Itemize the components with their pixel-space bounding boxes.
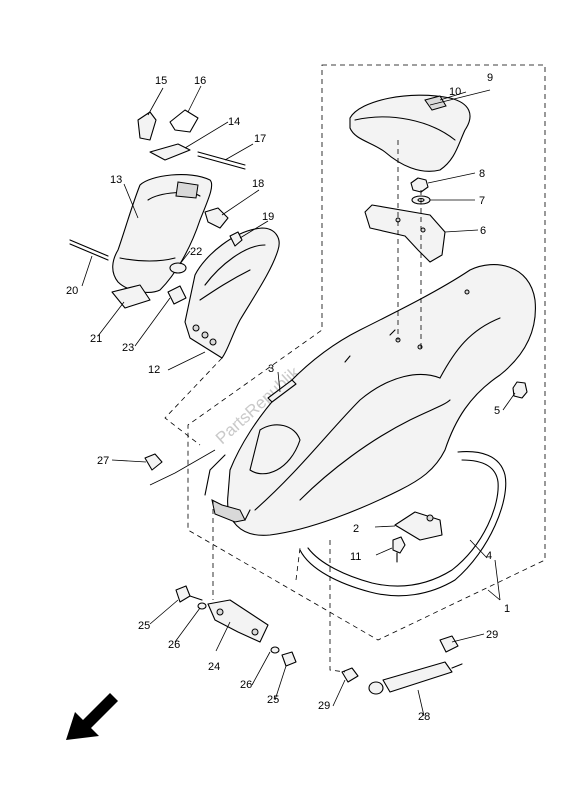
gas-spring[interactable] bbox=[368, 661, 463, 695]
lock-18[interactable] bbox=[204, 207, 229, 229]
callout-8: 8 bbox=[479, 168, 485, 180]
hinge-pin[interactable] bbox=[267, 379, 297, 403]
rod-17[interactable] bbox=[197, 151, 246, 170]
callout-28: 28 bbox=[418, 711, 430, 723]
assembly-boundary bbox=[187, 64, 546, 641]
damper[interactable] bbox=[512, 381, 528, 399]
callout-29a: 29 bbox=[318, 700, 330, 712]
callout-11: 11 bbox=[350, 551, 361, 563]
seat-lock-plate[interactable] bbox=[394, 511, 443, 541]
rod-20[interactable] bbox=[69, 239, 109, 261]
cover-13[interactable] bbox=[112, 174, 213, 293]
backrest-bracket[interactable] bbox=[364, 204, 446, 263]
clip-21[interactable] bbox=[111, 284, 151, 309]
callout-1: 1 bbox=[504, 603, 510, 615]
callout-25b: 25 bbox=[267, 694, 279, 706]
callout-13: 13 bbox=[110, 174, 122, 186]
clip-27[interactable] bbox=[144, 453, 163, 471]
callout-3: 3 bbox=[268, 363, 274, 375]
guide-frame bbox=[164, 357, 223, 446]
latch-14[interactable] bbox=[149, 143, 191, 161]
callouts: 1 2 3 4 5 6 7 8 9 10 11 12 13 14 15 16 1… bbox=[66, 72, 510, 723]
clip-23[interactable] bbox=[167, 285, 187, 305]
callout-26b: 26 bbox=[240, 679, 252, 691]
spring-16[interactable] bbox=[169, 109, 199, 133]
collar-26a[interactable] bbox=[197, 602, 207, 610]
ball-joint-29a[interactable] bbox=[341, 667, 359, 683]
screw-19[interactable] bbox=[229, 231, 243, 247]
callout-10: 10 bbox=[449, 86, 461, 98]
callout-6: 6 bbox=[480, 225, 486, 237]
leader-lines bbox=[81, 85, 516, 717]
callout-16: 16 bbox=[194, 75, 206, 87]
callout-20: 20 bbox=[66, 285, 78, 297]
callout-26a: 26 bbox=[168, 639, 180, 651]
bolt-25b[interactable] bbox=[281, 651, 297, 667]
cap-22[interactable] bbox=[169, 262, 187, 274]
callout-4: 4 bbox=[486, 550, 492, 562]
bracket-24[interactable] bbox=[207, 599, 269, 643]
callout-17: 17 bbox=[254, 133, 266, 145]
seat-gasket[interactable] bbox=[299, 451, 507, 597]
callout-19: 19 bbox=[262, 211, 274, 223]
guide-lock bbox=[295, 547, 301, 581]
callout-7: 7 bbox=[479, 195, 485, 207]
bolt-25a[interactable] bbox=[175, 585, 203, 603]
callout-15: 15 bbox=[155, 75, 167, 87]
seat-trunk bbox=[204, 454, 251, 523]
direction-arrow-icon bbox=[66, 693, 118, 740]
seat-main[interactable] bbox=[227, 264, 536, 536]
bolt-11[interactable] bbox=[392, 536, 406, 563]
callout-24: 24 bbox=[208, 661, 220, 673]
callout-23: 23 bbox=[122, 342, 134, 354]
guide-damper bbox=[329, 540, 346, 673]
callout-25a: 25 bbox=[138, 620, 150, 632]
callout-9: 9 bbox=[487, 72, 493, 84]
backrest[interactable] bbox=[349, 94, 471, 172]
collar-26b[interactable] bbox=[270, 646, 280, 654]
callout-27: 27 bbox=[97, 455, 109, 467]
nut[interactable] bbox=[410, 177, 429, 193]
callout-2: 2 bbox=[353, 523, 359, 535]
callout-5: 5 bbox=[494, 405, 500, 417]
callout-29b: 29 bbox=[486, 629, 498, 641]
latch-15[interactable] bbox=[137, 111, 157, 141]
callout-22: 22 bbox=[190, 246, 202, 258]
callout-14: 14 bbox=[228, 116, 240, 128]
callout-18: 18 bbox=[252, 178, 264, 190]
callout-12: 12 bbox=[148, 364, 160, 376]
ball-joint-29b[interactable] bbox=[439, 635, 459, 653]
callout-21: 21 bbox=[90, 333, 102, 345]
